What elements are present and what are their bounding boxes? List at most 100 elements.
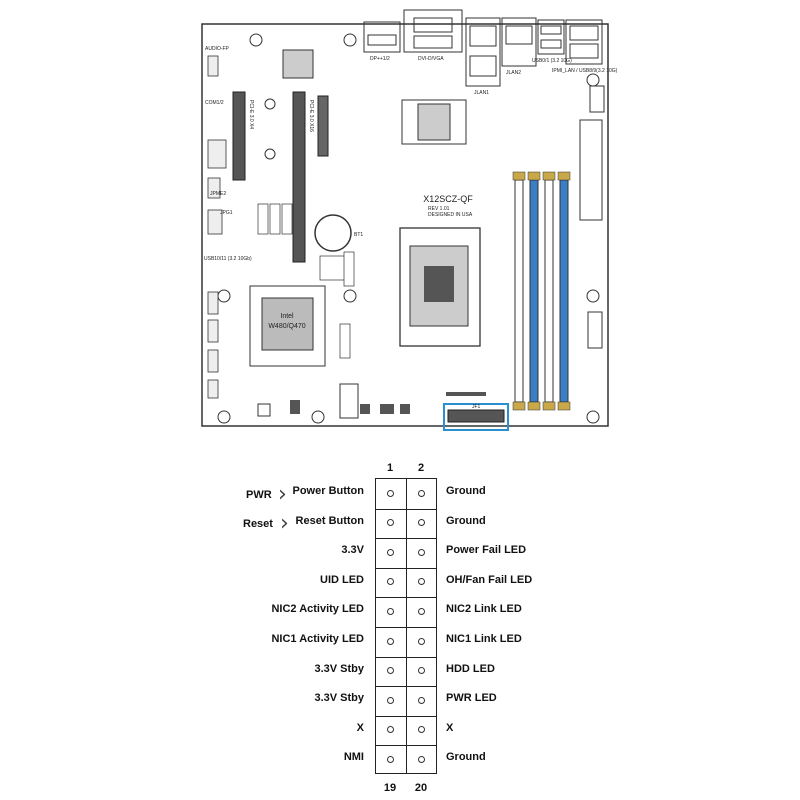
pin-4	[418, 519, 425, 527]
pin-12	[418, 637, 425, 645]
pin-label-even: PWR LED	[446, 692, 497, 705]
pin-5	[387, 548, 394, 556]
pin-16	[418, 696, 425, 704]
pin-20	[418, 755, 425, 763]
pin-label-even: X	[446, 721, 454, 734]
group-reset-brace: ›	[280, 511, 289, 536]
dimm-slot-1	[514, 179, 524, 403]
pin-2	[418, 489, 425, 497]
pin-17	[387, 726, 394, 734]
pin-label-odd: UID LED	[320, 573, 364, 586]
grid-row-divider	[376, 597, 436, 599]
barcode-boxes	[257, 203, 355, 359]
pin-label-odd: X	[356, 721, 364, 734]
pin-label-odd: Reset Button	[295, 514, 364, 527]
pch-line2: W480/Q470	[268, 323, 305, 330]
pin-8	[418, 578, 425, 586]
dvi-label: DVI-D/VGA	[418, 56, 444, 62]
pin-3	[387, 519, 394, 527]
pin-19	[387, 755, 394, 763]
board-designed: DESIGNED IN USA	[428, 212, 473, 218]
pin-10	[418, 607, 425, 615]
pin-label-even: NIC1 Link LED	[446, 633, 522, 645]
motherboard-layout: DP++1/2 DVI-D/VGA JLAN1 JLAN2 USB0/1 (3.…	[201, 9, 618, 431]
pin-label-odd: NMI	[343, 751, 364, 764]
bottom-headers	[257, 383, 486, 419]
pin-11	[387, 637, 394, 645]
slot1-label: PCI-E 3.0 X16	[308, 100, 314, 132]
left-headers	[207, 55, 227, 399]
com-label: COM1/2	[205, 100, 224, 106]
board-rev: REV 1.01	[428, 206, 450, 212]
m2-slot	[317, 95, 329, 157]
group-reset-label: Reset	[243, 518, 273, 530]
pin-14	[418, 667, 425, 675]
col-header-2: 2	[417, 462, 425, 474]
grid-row-divider	[376, 686, 436, 688]
pch-chip	[261, 297, 314, 351]
dimm-slots	[512, 171, 571, 411]
pin-label-even: Ground	[446, 751, 486, 764]
audio-label: AUDIO-FP	[205, 46, 230, 52]
pin-1	[387, 489, 394, 497]
ipmi-label: IPMI_LAN / USB8/9(3.2 10G)	[552, 68, 618, 74]
jpg1-label: JPG1	[220, 210, 233, 216]
pcie-x4-slot	[232, 91, 246, 181]
pin-label-odd: Power Button	[292, 485, 365, 497]
grid-row-divider	[376, 656, 436, 658]
dp-label: DP++1/2	[370, 56, 390, 62]
group-pwr-label: PWR	[246, 489, 272, 501]
right-header	[587, 311, 603, 349]
slot2-label: PCI-E 3.0 X4	[248, 100, 254, 129]
pcie-x16-slot	[292, 91, 306, 263]
grid-row-divider	[376, 538, 436, 540]
grid-row-divider	[376, 508, 436, 510]
pin-label-even: Ground	[446, 485, 486, 497]
pin-9	[387, 607, 394, 615]
pin-label-even: Ground	[446, 514, 486, 527]
dimm-slot-2	[529, 179, 539, 403]
footer-header-19: 19	[383, 782, 397, 794]
pin-7	[387, 578, 394, 586]
pin-label-even: OH/Fan Fail LED	[446, 573, 533, 586]
usb-label: USB0/1 (3.2 10G)	[532, 58, 572, 64]
pin-grid	[375, 478, 437, 774]
atx-power	[579, 119, 603, 221]
grid-row-divider	[376, 627, 436, 628]
jf1-highlight	[443, 403, 509, 431]
board-model: X12SCZ-QF	[423, 194, 473, 204]
pin-15	[387, 696, 394, 704]
jpme2-label: JPME2	[210, 191, 226, 197]
grid-row-divider	[376, 745, 436, 747]
grid-row-divider	[376, 715, 436, 717]
pin-label-odd: 3.3V Stby	[314, 662, 364, 675]
pch-line1: Intel	[280, 313, 294, 320]
led-circle	[264, 98, 276, 110]
pin-13	[387, 667, 394, 675]
pin-label-odd: 3.3V Stby	[314, 692, 364, 705]
group-pwr-brace: ›	[278, 482, 287, 507]
pin-label-even: Power Fail LED	[446, 544, 527, 557]
jf1-header	[447, 409, 505, 423]
battery-label: BT1	[354, 232, 363, 238]
grid-row-divider	[376, 567, 436, 569]
pin-label-odd: NIC2 Activity LED	[271, 603, 364, 616]
heatsink-top-inner	[417, 103, 451, 141]
jlan1-label: JLAN1	[474, 90, 489, 96]
jlan2-label: JLAN2	[506, 70, 521, 76]
bmc-chip	[282, 49, 314, 79]
pin-label-odd: NIC1 Activity LED	[271, 633, 364, 645]
pin-label-even: HDD LED	[446, 662, 495, 675]
footer-header-20: 20	[414, 782, 428, 794]
pin-label-odd: 3.3V	[341, 544, 364, 557]
col-header-1: 1	[386, 462, 394, 474]
battery	[314, 214, 352, 252]
usb10-label: USB10/11 (3.2 10Gb)	[204, 256, 252, 262]
cpu-pins	[424, 266, 454, 302]
pin-label-even: NIC2 Link LED	[446, 603, 522, 616]
rear-io	[363, 9, 603, 87]
jf1-label: JF1	[472, 404, 481, 410]
dimm-slot-4	[559, 179, 569, 403]
atx-12v	[589, 85, 605, 113]
pin-18	[418, 726, 425, 734]
